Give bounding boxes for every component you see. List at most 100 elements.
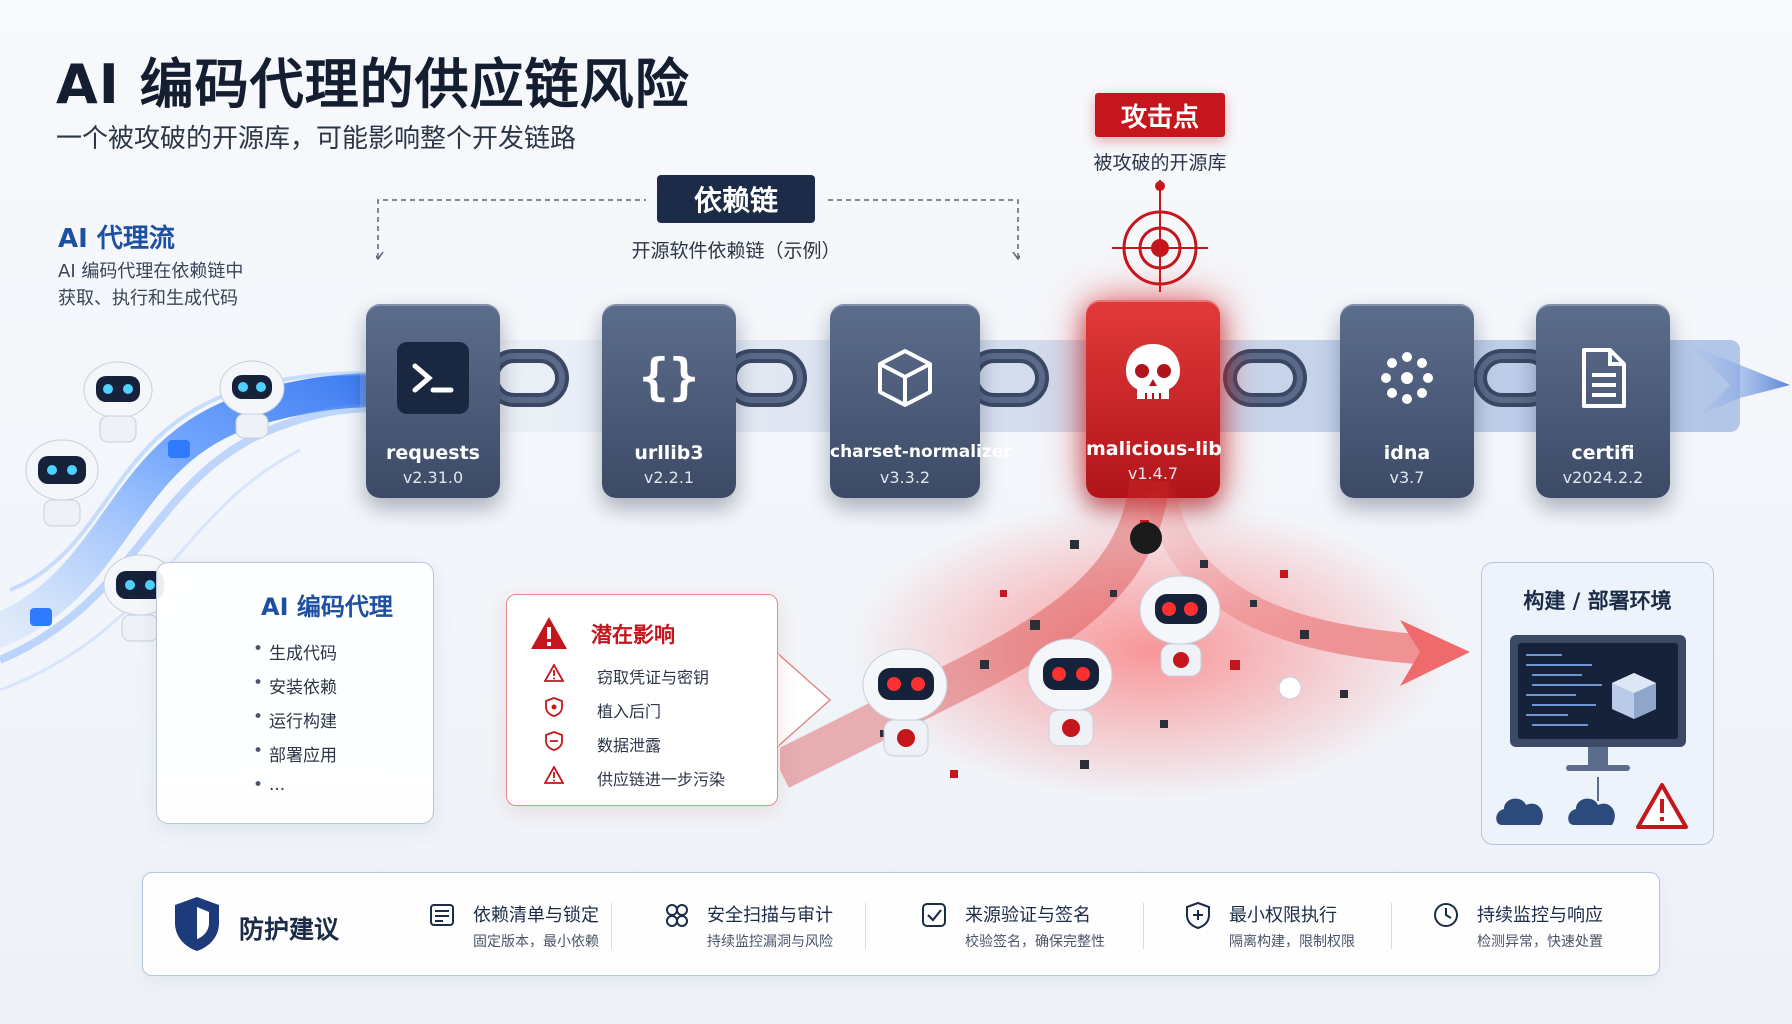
code-tag-icon (30, 608, 52, 626)
ai-agent-item: 生成代码 (253, 639, 337, 664)
impact-item-text: 数据泄露 (597, 736, 662, 755)
list-lock-icon (430, 904, 454, 926)
contamination-stream (780, 480, 1470, 800)
protection-tip-desc: 固定版本，最小依赖 (473, 934, 599, 950)
attack-point-label: 攻击点 (1095, 93, 1225, 137)
build-deploy-panel: 构建 / 部署环境 (1481, 562, 1714, 845)
agent-flow-desc-line2: 获取、执行和生成代码 (58, 288, 238, 309)
protection-tip-desc: 检测异常，快速处置 (1477, 934, 1603, 950)
ai-agent-item: ... (253, 775, 285, 795)
cloud-icon (1496, 798, 1543, 825)
impact-panel: 潜在影响 窃取凭证与密钥 植入后门 数据泄露 供应链进一步污染 (506, 594, 778, 806)
robot-icon (219, 360, 285, 439)
agent-flow-title: AI 代理流 (58, 224, 175, 254)
impact-item-text: 植入后门 (597, 702, 662, 721)
protection-tip-desc: 持续监控漏洞与风险 (707, 934, 833, 950)
data-leak-icon (543, 730, 565, 752)
protection-bar: 防护建议 依赖清单与锁定 固定版本，最小依赖 安全扫描与审计 持续监控漏洞与风险… (142, 872, 1660, 976)
clock-icon (1434, 903, 1458, 927)
impact-item-text: 供应链进一步污染 (597, 770, 726, 789)
ai-agent-item: 运行构建 (253, 707, 337, 732)
ai-agent-item: 安装依赖 (253, 673, 337, 698)
impact-item: 植入后门 (543, 695, 661, 721)
protection-tip-title: 安全扫描与审计 (707, 905, 833, 926)
braces-icon: {} (633, 342, 705, 414)
terminal-icon (397, 342, 469, 414)
attack-point-sublabel: 被攻破的开源库 (1093, 152, 1227, 174)
protection-tip-desc: 隔离构建，限制权限 (1229, 934, 1355, 950)
package-certifi[interactable]: certifi v2024.2.2 (1536, 304, 1670, 498)
impact-item: 供应链进一步污染 (543, 763, 725, 789)
ai-agent-item: 部署应用 (253, 741, 337, 766)
impact-item: 窃取凭证与密钥 (543, 661, 709, 687)
protection-tip-title: 最小权限执行 (1229, 905, 1337, 926)
package-charset-normalizer[interactable]: charset-normalizer v3.3.2 (830, 304, 1012, 498)
robot-icon (25, 439, 99, 527)
package-name: idna (1383, 442, 1431, 464)
package-version: v2.2.1 (643, 468, 695, 487)
package-malicious-lib[interactable]: malicious-lib v1.4.7 (1086, 300, 1222, 498)
package-name: malicious-lib (1086, 438, 1222, 460)
agent-flow-desc-line1: AI 编码代理在依赖链中 (58, 261, 244, 282)
scan-icon (666, 904, 688, 927)
document-icon (1567, 342, 1639, 414)
robot-icon (83, 361, 153, 443)
skull-icon (1117, 338, 1189, 410)
svg-text:{}: {} (639, 348, 699, 406)
warning-icon (543, 662, 565, 684)
arrow-icon (1400, 620, 1470, 686)
page-title: AI 编码代理的供应链风险 (56, 53, 690, 116)
shield-icon (175, 897, 219, 951)
package-version: v3.7 (1389, 468, 1425, 487)
protection-tip-title: 来源验证与签名 (965, 905, 1091, 926)
page-subtitle: 一个被攻破的开源库，可能影响整个开发链路 (56, 124, 577, 154)
warning-icon (543, 764, 565, 786)
backdoor-icon (543, 696, 565, 718)
package-name: charset-normalizer (830, 442, 1012, 462)
code-tag-icon (168, 440, 190, 458)
impact-title: 潜在影响 (591, 623, 675, 647)
cloud-icon (1568, 777, 1615, 825)
package-name: requests (386, 442, 480, 464)
dependency-chain-sublabel: 开源软件依赖链（示例） (631, 240, 841, 262)
cube-icon (869, 342, 941, 414)
checkbox-icon (922, 903, 946, 927)
ai-agent-title: AI 编码代理 (261, 593, 393, 621)
package-name: certifi (1571, 442, 1635, 464)
dependency-chain-label: 依赖链 (657, 175, 815, 223)
separator (1143, 903, 1144, 949)
separator (611, 903, 612, 949)
package-version: v2024.2.2 (1562, 468, 1644, 487)
protection-tip-title: 依赖清单与锁定 (473, 905, 599, 926)
target-icon (1112, 180, 1208, 292)
skull-icon (1130, 522, 1162, 554)
impact-item: 数据泄露 (543, 729, 661, 755)
protection-tip-title: 持续监控与响应 (1477, 905, 1603, 926)
ai-agent-panel: AI 编码代理 生成代码 安装依赖 运行构建 部署应用 ... (156, 562, 434, 824)
protection-tip-desc: 校验签名，确保完整性 (965, 934, 1105, 950)
cube-icon (1612, 673, 1656, 719)
package-version: v1.4.7 (1127, 464, 1179, 483)
warning-icon (531, 617, 567, 649)
dependency-bracket (376, 199, 1020, 260)
package-urllib3[interactable]: {} urllib3 v2.2.1 (602, 304, 736, 498)
package-name: urllib3 (634, 442, 704, 464)
package-idna[interactable]: idna v3.7 (1340, 304, 1474, 498)
impact-item-text: 窃取凭证与密钥 (597, 668, 710, 687)
monitor-illustration (1496, 635, 1688, 829)
warning-icon (1636, 783, 1688, 829)
package-requests[interactable]: requests v2.31.0 (366, 304, 500, 498)
build-deploy-title: 构建 / 部署环境 (1523, 589, 1672, 613)
package-version: v3.3.2 (879, 468, 931, 487)
shield-plus-icon (1186, 901, 1210, 929)
impact-pointer (774, 651, 832, 749)
skull-icon (1278, 676, 1302, 700)
package-version: v2.31.0 (402, 468, 464, 487)
separator (865, 903, 866, 949)
separator (1391, 903, 1392, 949)
evil-robot-icon (1027, 638, 1113, 747)
dots-icon (1371, 342, 1443, 414)
evil-robot-icon (862, 648, 948, 757)
evil-robot-icon (1139, 575, 1221, 677)
protection-title: 防护建议 (239, 915, 340, 944)
